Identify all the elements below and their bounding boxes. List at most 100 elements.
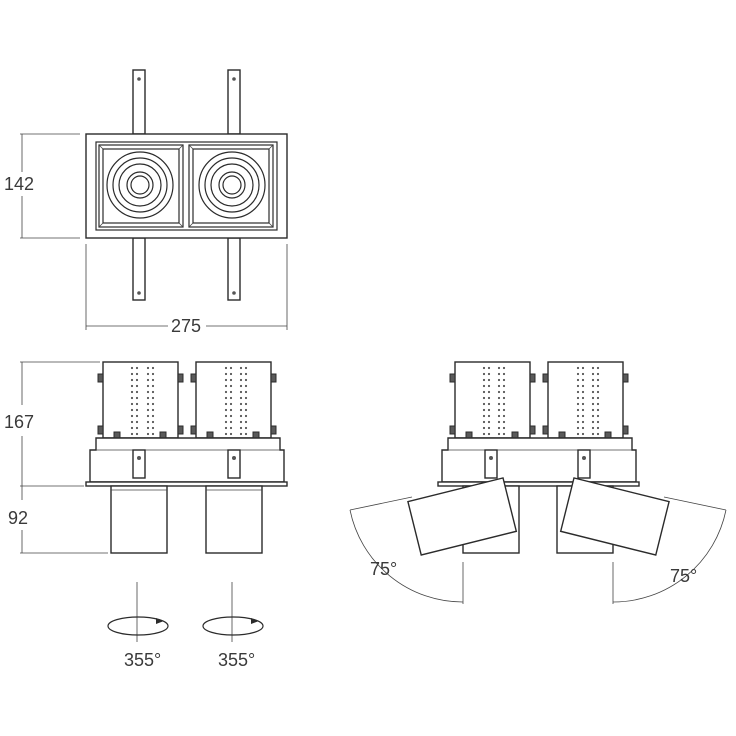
- perforation-dot: [497, 366, 501, 370]
- perforation-dot: [502, 396, 506, 400]
- perforation-dot: [229, 384, 233, 388]
- tilt-housing-left: [449, 361, 536, 442]
- perforation-dot: [482, 366, 486, 370]
- tilt-view: 75° 75°: [349, 361, 727, 604]
- perforation-dot: [244, 408, 248, 412]
- perforation-dot: [591, 414, 595, 418]
- top-outer-frame: [85, 133, 288, 239]
- perforation-dot: [244, 414, 248, 418]
- perforation-dot: [229, 372, 233, 376]
- perforation-dot: [482, 378, 486, 382]
- perforation-dot: [146, 408, 150, 412]
- perforation-dot: [229, 402, 233, 406]
- perforation-dot: [146, 426, 150, 430]
- perforation-dot: [135, 378, 139, 382]
- perforation-dot: [497, 414, 501, 418]
- perforation-dot: [576, 414, 580, 418]
- tilt-clip-right: [577, 449, 591, 479]
- perforation-dot: [239, 426, 243, 430]
- perforation-dot: [229, 408, 233, 412]
- perforation-dot: [146, 372, 150, 376]
- perforation-dot: [229, 396, 233, 400]
- perforation-dot: [581, 408, 585, 412]
- perforation-dot: [229, 414, 233, 418]
- perforation-dot: [239, 372, 243, 376]
- perforation-dot: [487, 384, 491, 388]
- perforation-dot: [130, 414, 134, 418]
- perforation-dot: [487, 420, 491, 424]
- perforation-dot: [244, 432, 248, 436]
- perforation-dot: [581, 420, 585, 424]
- tilt-clip-left: [484, 449, 498, 479]
- perforation-dot: [487, 426, 491, 430]
- perforation-dot: [224, 426, 228, 430]
- perforation-dot: [239, 384, 243, 388]
- perforation-dot: [482, 402, 486, 406]
- perforation-dot: [224, 366, 228, 370]
- perforation-dot: [135, 396, 139, 400]
- tilt-arc-left: [349, 496, 464, 604]
- perforation-dot: [239, 378, 243, 382]
- perforation-dot: [596, 426, 600, 430]
- top-cell-right: [188, 144, 274, 228]
- top-bracket-lower-right: [227, 237, 241, 301]
- perforation-dot: [229, 366, 233, 370]
- perforation-dot: [591, 402, 595, 406]
- perforation-dot: [244, 396, 248, 400]
- perforation-dot: [581, 372, 585, 376]
- perforation-dot: [482, 372, 486, 376]
- perforation-dot: [135, 366, 139, 370]
- perforation-dot: [151, 384, 155, 388]
- perforation-dot: [502, 420, 506, 424]
- perforation-dot: [229, 432, 233, 436]
- perforation-dot: [146, 378, 150, 382]
- perforation-dot: [502, 402, 506, 406]
- perforation-dot: [151, 402, 155, 406]
- perforation-dot: [224, 402, 228, 406]
- perforation-dot: [502, 366, 506, 370]
- perforation-dot: [151, 366, 155, 370]
- side-barrel-left: [110, 485, 168, 554]
- side-clip-left: [132, 449, 146, 479]
- perforation-dot: [576, 408, 580, 412]
- perforation-dot: [591, 378, 595, 382]
- perforation-dot: [229, 426, 233, 430]
- perforation-dot: [146, 384, 150, 388]
- side-tray: [89, 437, 285, 483]
- top-cell-left: [98, 144, 184, 228]
- perforation-dot: [596, 384, 600, 388]
- top-bracket-lower-left: [132, 237, 146, 301]
- perforation-dot: [596, 396, 600, 400]
- perforation-dot: [576, 378, 580, 382]
- perforation-dot: [591, 390, 595, 394]
- perforation-dot: [576, 366, 580, 370]
- perforation-dot: [502, 426, 506, 430]
- perforation-dot: [591, 426, 595, 430]
- perforation-dot: [596, 390, 600, 394]
- perforation-dot: [146, 414, 150, 418]
- perforation-dot: [576, 384, 580, 388]
- perforation-dot: [239, 414, 243, 418]
- perforation-dot: [497, 420, 501, 424]
- perforation-dot: [135, 432, 139, 436]
- side-flange: [85, 481, 288, 487]
- perforation-dot: [135, 402, 139, 406]
- perforation-dot: [224, 432, 228, 436]
- perforation-dot: [591, 372, 595, 376]
- perforation-dot: [487, 372, 491, 376]
- perforation-dot: [229, 420, 233, 424]
- perforation-dot: [482, 432, 486, 436]
- perforation-dot: [487, 432, 491, 436]
- side-housing-right: [190, 361, 277, 442]
- top-inner-frame: [95, 141, 278, 231]
- tilt-flange: [437, 481, 640, 487]
- perforation-dot: [497, 390, 501, 394]
- perforation-dot: [591, 432, 595, 436]
- perforation-dot: [244, 402, 248, 406]
- perforation-dot: [482, 420, 486, 424]
- perforation-dot: [146, 420, 150, 424]
- perforation-dot: [244, 378, 248, 382]
- perforation-dot: [487, 390, 491, 394]
- perforation-dot: [596, 408, 600, 412]
- perforation-dot: [135, 408, 139, 412]
